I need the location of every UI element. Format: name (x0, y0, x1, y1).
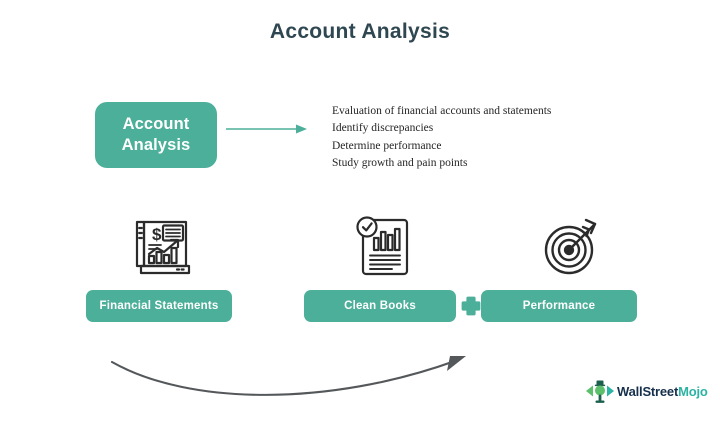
bullet-item: Study growth and pain points (332, 157, 468, 170)
bullet-item: Identify discrepancies (332, 122, 434, 135)
pill-label: Performance (522, 300, 596, 312)
pill-label: Clean Books (344, 300, 416, 312)
pill-label: Financial Statements (99, 300, 219, 312)
plus-icon (460, 295, 482, 317)
wallstreetmojo-mark-icon (586, 377, 614, 405)
bullet-item: Evaluation of financial accounts and sta… (332, 105, 552, 117)
curved-growth-arrow-icon (100, 340, 500, 400)
bullet-item: Determine performance (332, 139, 442, 152)
concept-box: Account Analysis (95, 102, 217, 168)
right-arrow-icon (226, 118, 308, 140)
logo-word-accent: Mojo (678, 383, 708, 399)
wallstreetmojo-logo: WallStreetMojo (586, 374, 708, 408)
logo-wordmark: WallStreetMojo (617, 384, 708, 399)
svg-text:$: $ (152, 225, 162, 244)
financial-document-chart-icon: $ (118, 206, 208, 286)
bullet-list: Evaluation of financial accounts and sta… (332, 103, 632, 173)
step-label-clean-books: Clean Books (304, 290, 456, 322)
checked-report-document-icon (340, 206, 430, 286)
logo-word-primary: WallStreet (617, 383, 679, 399)
target-bullseye-arrow-icon (528, 206, 618, 286)
page-title: Account Analysis (269, 20, 451, 43)
step-label-performance: Performance (481, 290, 637, 322)
step-label-financial-statements: Financial Statements (86, 290, 232, 322)
concept-box-label: Account Analysis (121, 114, 191, 154)
